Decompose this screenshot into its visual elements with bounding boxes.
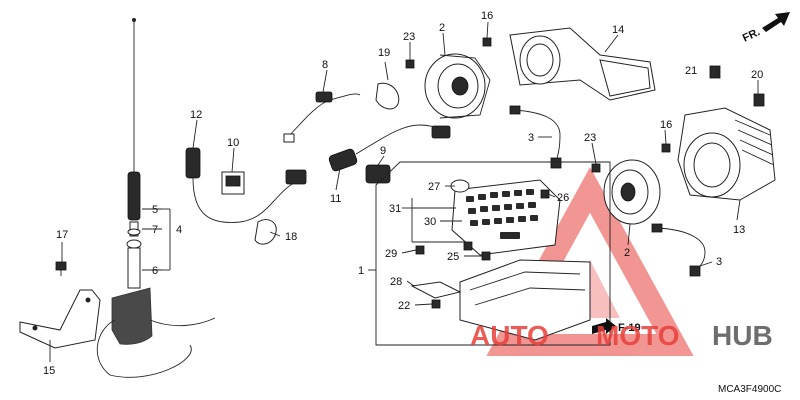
diagram-code: MCA3F4900C [718,384,781,395]
callout-30: 30 [424,216,436,228]
callout-2b: 2 [624,247,630,259]
callout-12: 12 [190,109,202,121]
reference-label: F-19 [618,322,641,334]
callout-14: 14 [612,24,624,36]
callout-13: 13 [733,224,745,236]
screw-26 [540,189,550,199]
harness-3b [651,223,706,277]
callout-26: 26 [557,192,569,204]
antenna [126,18,142,289]
callout-23a: 23 [403,31,415,43]
callout-20: 20 [751,69,763,81]
watermark-hub: HUB [712,320,773,351]
callout-numbers: 5 7 4 6 17 15 12 10 18 8 11 9 19 23 2 16… [43,10,763,377]
antenna-bracket [19,289,101,349]
connector-9 [365,164,391,184]
bracket-28 [410,281,462,299]
callout-31: 31 [389,203,401,215]
screw-22 [431,299,441,309]
screw-16a [482,37,492,47]
speaker-housing-13 [677,107,776,201]
callout-6: 6 [152,265,158,277]
harness-connector-12 [185,147,307,223]
callout-3b: 3 [716,256,722,268]
callout-15: 15 [43,365,55,377]
bolt-21 [709,65,721,79]
callout-21: 21 [685,65,697,77]
screw-16b [661,143,671,153]
screw-30 [463,241,473,251]
plug-11 [328,124,451,172]
callout-29: 29 [385,248,397,260]
bolt-20 [753,93,765,107]
speaker-housing-14 [509,27,656,101]
watermark-auto: AUTO [470,320,549,351]
callout-27: 27 [428,181,440,193]
audio-unit-body [459,259,591,341]
antenna-base [96,287,216,378]
callout-2a: 2 [439,22,445,34]
leader-lines [49,21,759,362]
harness-3a [509,105,562,169]
screw-23a [405,59,415,69]
callout-11: 11 [330,193,341,205]
reference-f19: F-19 [592,318,641,334]
screw-23b [591,163,601,173]
direction-label: FR. [741,26,762,44]
callout-16b: 16 [660,119,672,131]
speaker-lower [603,159,661,225]
callout-22: 22 [398,300,410,312]
callout-4: 4 [176,224,182,236]
callout-23b: 23 [584,132,596,144]
callout-17: 17 [56,229,68,241]
callout-8: 8 [322,59,328,71]
callout-5: 5 [152,204,158,216]
control-panel-31 [451,179,561,256]
cable-clip-19 [375,82,400,110]
connector-10 [221,171,245,195]
callout-25: 25 [447,251,459,263]
front-direction-arrow: FR. [741,12,790,45]
callout-19: 19 [378,47,390,59]
callout-10: 10 [227,137,239,149]
audio-unit-assembly-box [375,161,611,346]
callout-1: 1 [358,265,364,277]
clamp-18 [254,219,277,245]
callout-28: 28 [390,276,402,288]
callout-16a: 16 [481,10,493,22]
watermark-moto: MOTO [596,320,679,351]
bolt-17 [55,261,67,276]
screw-29 [415,245,425,255]
speaker-upper [424,53,491,119]
callout-7: 7 [152,224,158,236]
cable-8 [283,91,361,143]
screw-25 [481,251,491,261]
watermark-text: AUTO MOTO HUB [470,320,773,351]
callout-3a: 3 [528,132,534,144]
callout-9: 9 [380,145,386,157]
callout-18: 18 [285,231,297,243]
